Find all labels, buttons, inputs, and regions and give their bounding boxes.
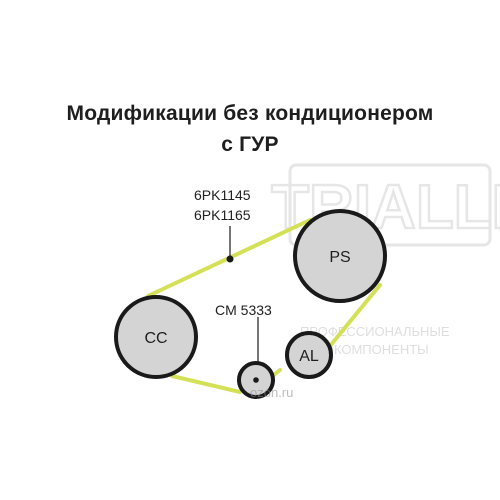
diagram-subtitle: с ГУР bbox=[221, 133, 279, 156]
diagram-title: Модификации без кондиционером bbox=[66, 102, 434, 125]
belt-part-number-2: 6PK1165 bbox=[194, 207, 251, 223]
watermark-site: ozon.ru bbox=[250, 385, 293, 400]
pulley-al-label: AL bbox=[299, 348, 319, 365]
tensioner-part-number: CM 5333 bbox=[215, 302, 272, 318]
belt-part-number-1: 6PK1145 bbox=[194, 187, 251, 203]
belt-label-dot bbox=[226, 255, 234, 263]
pulley-cc: CC bbox=[114, 295, 198, 379]
pulley-ps-label: PS bbox=[329, 249, 350, 266]
pulley-al: AL bbox=[285, 331, 333, 379]
pulley-cc-label: CC bbox=[144, 330, 167, 347]
pulley-tensioner bbox=[237, 361, 275, 399]
belt-segment-tensioner-cc bbox=[170, 374, 242, 394]
pulley-ps: PS bbox=[293, 209, 387, 303]
